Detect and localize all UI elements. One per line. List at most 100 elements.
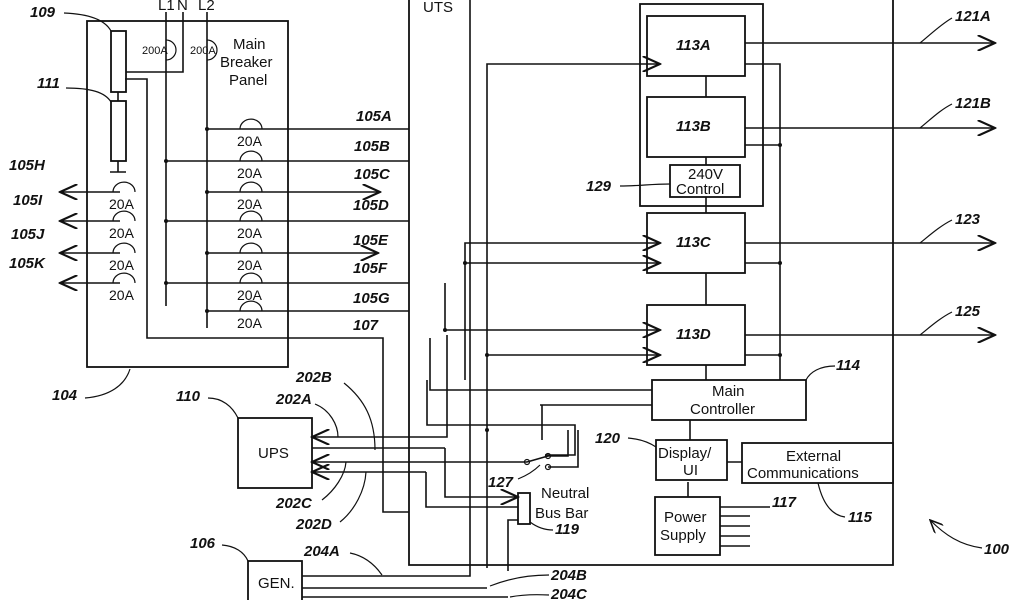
ref-107: 107 (353, 317, 379, 334)
ref-110: 110 (176, 388, 201, 405)
power-supply (654, 496, 721, 556)
generator-box (247, 560, 303, 600)
ref-125: 125 (955, 303, 981, 320)
ref-114: 114 (836, 357, 861, 374)
ups-label: UPS (258, 445, 289, 462)
ref-202a: 202A (275, 391, 312, 408)
feed-n: N (177, 0, 188, 14)
leaders (314, 382, 376, 523)
ups-box (237, 417, 313, 489)
junction-dots (164, 127, 782, 432)
display-line2: UI (683, 462, 698, 479)
ref-104: 104 (52, 387, 78, 404)
ref-127: 127 (488, 474, 514, 491)
breaker-105i: 20A (109, 225, 135, 241)
label-113b: 113B (676, 118, 711, 135)
breaker-105h: 20A (109, 196, 135, 212)
label-113d: 113D (676, 326, 711, 343)
breaker-105k: 20A (109, 287, 135, 303)
ref-106: 106 (190, 535, 216, 552)
label-113c: 113C (676, 234, 712, 251)
ground-symbol (110, 92, 126, 173)
breaker-105b: 20A (237, 165, 263, 181)
leader (221, 544, 249, 562)
label-113a: 113A (676, 37, 711, 54)
ref-105j: 105J (11, 226, 45, 243)
neutral-bus-bar (517, 492, 531, 525)
leader (627, 437, 657, 448)
module-113c (646, 212, 746, 274)
control-240v (669, 164, 741, 198)
breaker-105j: 20A (109, 257, 135, 273)
ref-111: 111 (37, 75, 60, 92)
breaker-105d: 20A (237, 225, 263, 241)
breaker-105e: 20A (237, 257, 263, 273)
panel-title-2: Breaker (220, 54, 273, 71)
gen-label: GEN. (258, 575, 295, 592)
ext-line1: External (786, 448, 841, 465)
breaker-arcs (112, 118, 263, 312)
bus-line1: Neutral (541, 485, 589, 502)
ref-129: 129 (586, 178, 612, 195)
uts-label: UTS (423, 0, 453, 16)
leader (65, 87, 112, 103)
controller-line2: Controller (690, 401, 755, 418)
ref-202b: 202B (295, 369, 332, 386)
ps-line1: Power (664, 509, 707, 526)
module-113d (646, 304, 746, 366)
ps-line2: Supply (660, 527, 706, 544)
ext-line2: Communications (747, 465, 859, 482)
internal-wiring (426, 43, 995, 568)
leader (63, 12, 112, 32)
ref-105k: 105K (9, 255, 46, 272)
ref-105i: 105I (13, 192, 43, 209)
leader (619, 183, 671, 187)
leader (817, 482, 846, 518)
terminal-strip-109 (110, 30, 127, 93)
leaders (919, 17, 953, 336)
ref-109: 109 (30, 4, 56, 21)
feed-l1: L1 (158, 0, 175, 14)
panel-title-3: Panel (229, 72, 267, 89)
leader (207, 397, 239, 419)
control-line2: Control (676, 181, 724, 198)
display-line1: Display/ (658, 445, 712, 462)
ref-204b: 204B (550, 567, 587, 584)
switch-wires (526, 430, 579, 468)
generator-lines (302, 0, 508, 598)
neutral-line-107 (125, 78, 520, 513)
ref-120: 120 (595, 430, 621, 447)
ref-105a: 105A (356, 108, 392, 125)
ref-115: 115 (848, 509, 873, 526)
bus-line2: Bus Bar (535, 505, 588, 522)
breaker-105a: 20A (237, 133, 263, 149)
breaker-105g: 20A (237, 315, 263, 331)
ref-123: 123 (955, 211, 981, 228)
main-controller (651, 379, 807, 421)
module-113a (646, 15, 746, 77)
external-communications (741, 442, 894, 484)
ref-105d: 105D (353, 197, 389, 214)
ref-202c: 202C (275, 495, 313, 512)
ref-105f: 105F (353, 260, 388, 277)
ref-204c: 204C (550, 586, 588, 600)
leader (805, 365, 836, 381)
leader (930, 520, 983, 549)
uts-box (408, 0, 894, 566)
ref-105h: 105H (9, 157, 46, 174)
ref-204a: 204A (303, 543, 340, 560)
display-ui (655, 439, 728, 481)
main-breaker-l1: 200A (142, 45, 168, 57)
leaders (349, 552, 550, 598)
ref-105e: 105E (353, 232, 389, 249)
ref-105g: 105G (353, 290, 390, 307)
leader (529, 521, 554, 531)
controller-line1: Main (712, 383, 745, 400)
ups-inputs (312, 335, 527, 571)
ref-121a: 121A (955, 8, 991, 25)
ref-202d: 202D (295, 516, 332, 533)
ref-117: 117 (772, 494, 797, 511)
panel-title-1: Main (233, 36, 266, 53)
power-outputs (720, 506, 770, 547)
